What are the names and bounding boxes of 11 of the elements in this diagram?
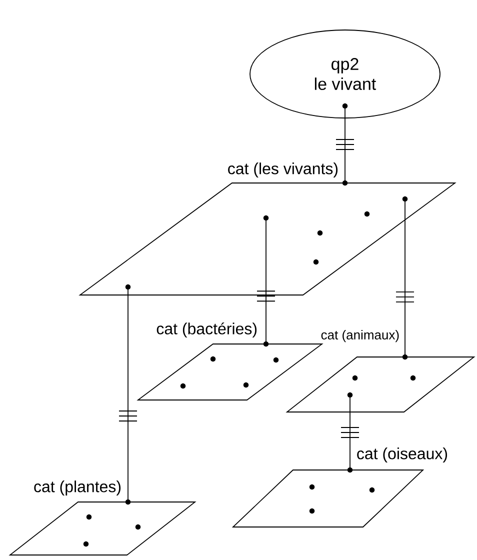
- connector: [256, 218, 276, 344]
- connector: [396, 198, 414, 358]
- connector: [118, 286, 138, 502]
- plane-label: cat (animaux): [321, 330, 399, 342]
- plane-label: cat (plantes): [34, 480, 121, 496]
- connector: [340, 394, 360, 470]
- plane-label: cat (bactéries): [156, 322, 257, 338]
- plane-label: cat (oiseaux): [357, 448, 448, 462]
- plane-label: cat (les vivants): [228, 162, 338, 178]
- connector: [336, 106, 354, 184]
- ellipse-node: qp2 le vivant: [250, 30, 440, 118]
